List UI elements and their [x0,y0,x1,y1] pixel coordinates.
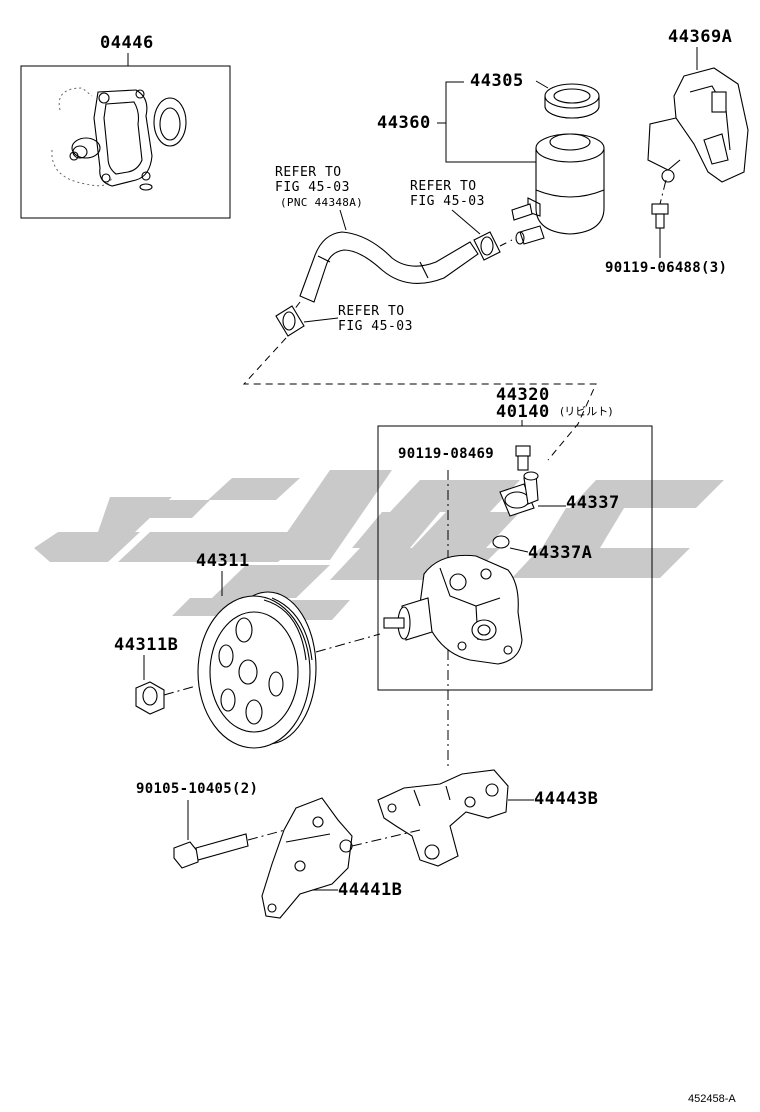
callout-44305: 44305 [470,71,524,91]
callout-44320: 44320 [496,385,550,405]
pump-assembly-box [377,425,653,691]
pump-bracket-44443B-icon [377,769,509,867]
reference-3-line-1: REFER TO [338,304,405,319]
bolt-90105-10405-icon [173,833,249,869]
callout-90119-08469: 90119-08469 [398,446,494,462]
callout-44360: 44360 [377,113,431,133]
reference-1-line-3: (PNC 44348A) [280,196,363,209]
reference-2-line-2: FIG 45-03 [410,194,485,209]
pump-pulley-icon [197,591,317,749]
callout-44337: 44337 [566,493,620,513]
callout-44441B: 44441B [338,880,402,900]
callout-44337A: 44337A [528,543,592,563]
return-hose-icon [299,231,479,303]
o-ring-44337A-icon [492,535,510,549]
reservoir-bracket-icon [647,67,749,183]
callout-44443B: 44443B [534,789,598,809]
reference-2-line-1: REFER TO [410,179,477,194]
gasket-kit-icon [51,87,187,191]
bolt-90119-08469-icon [515,445,531,471]
reference-1-line-1: REFER TO [275,165,342,180]
brand-logo-watermark [34,470,724,620]
callout-44311: 44311 [196,551,250,571]
gasket-kit-box [20,65,231,219]
callout-04446: 04446 [100,33,154,53]
hose-clamp-upper-icon [473,231,501,261]
callout-90105-10405: 90105-10405(2) [136,781,258,797]
reference-3-line-2: FIG 45-03 [338,319,413,334]
reservoir-cap-icon [544,83,600,119]
pump-bracket-44441B-icon [261,797,353,919]
figure-code: 452458-A [688,1093,736,1105]
union-fitting-44337-icon [499,471,539,517]
callout-90119-06488: 90119-06488(3) [605,260,727,276]
callout-44311B: 44311B [114,635,178,655]
power-steering-pump-icon [383,554,523,665]
reference-1-line-2: FIG 45-03 [275,180,350,195]
callout-40140-note: (リビルト) [560,405,613,418]
hose-clamp-lower-icon [275,305,305,337]
bolt-90119-06488-icon [651,203,669,229]
callout-44369A: 44369A [668,27,732,47]
reservoir-tank-icon [511,133,605,245]
pulley-nut-44311B-icon [135,681,165,715]
callout-40140: 40140 [496,402,550,422]
